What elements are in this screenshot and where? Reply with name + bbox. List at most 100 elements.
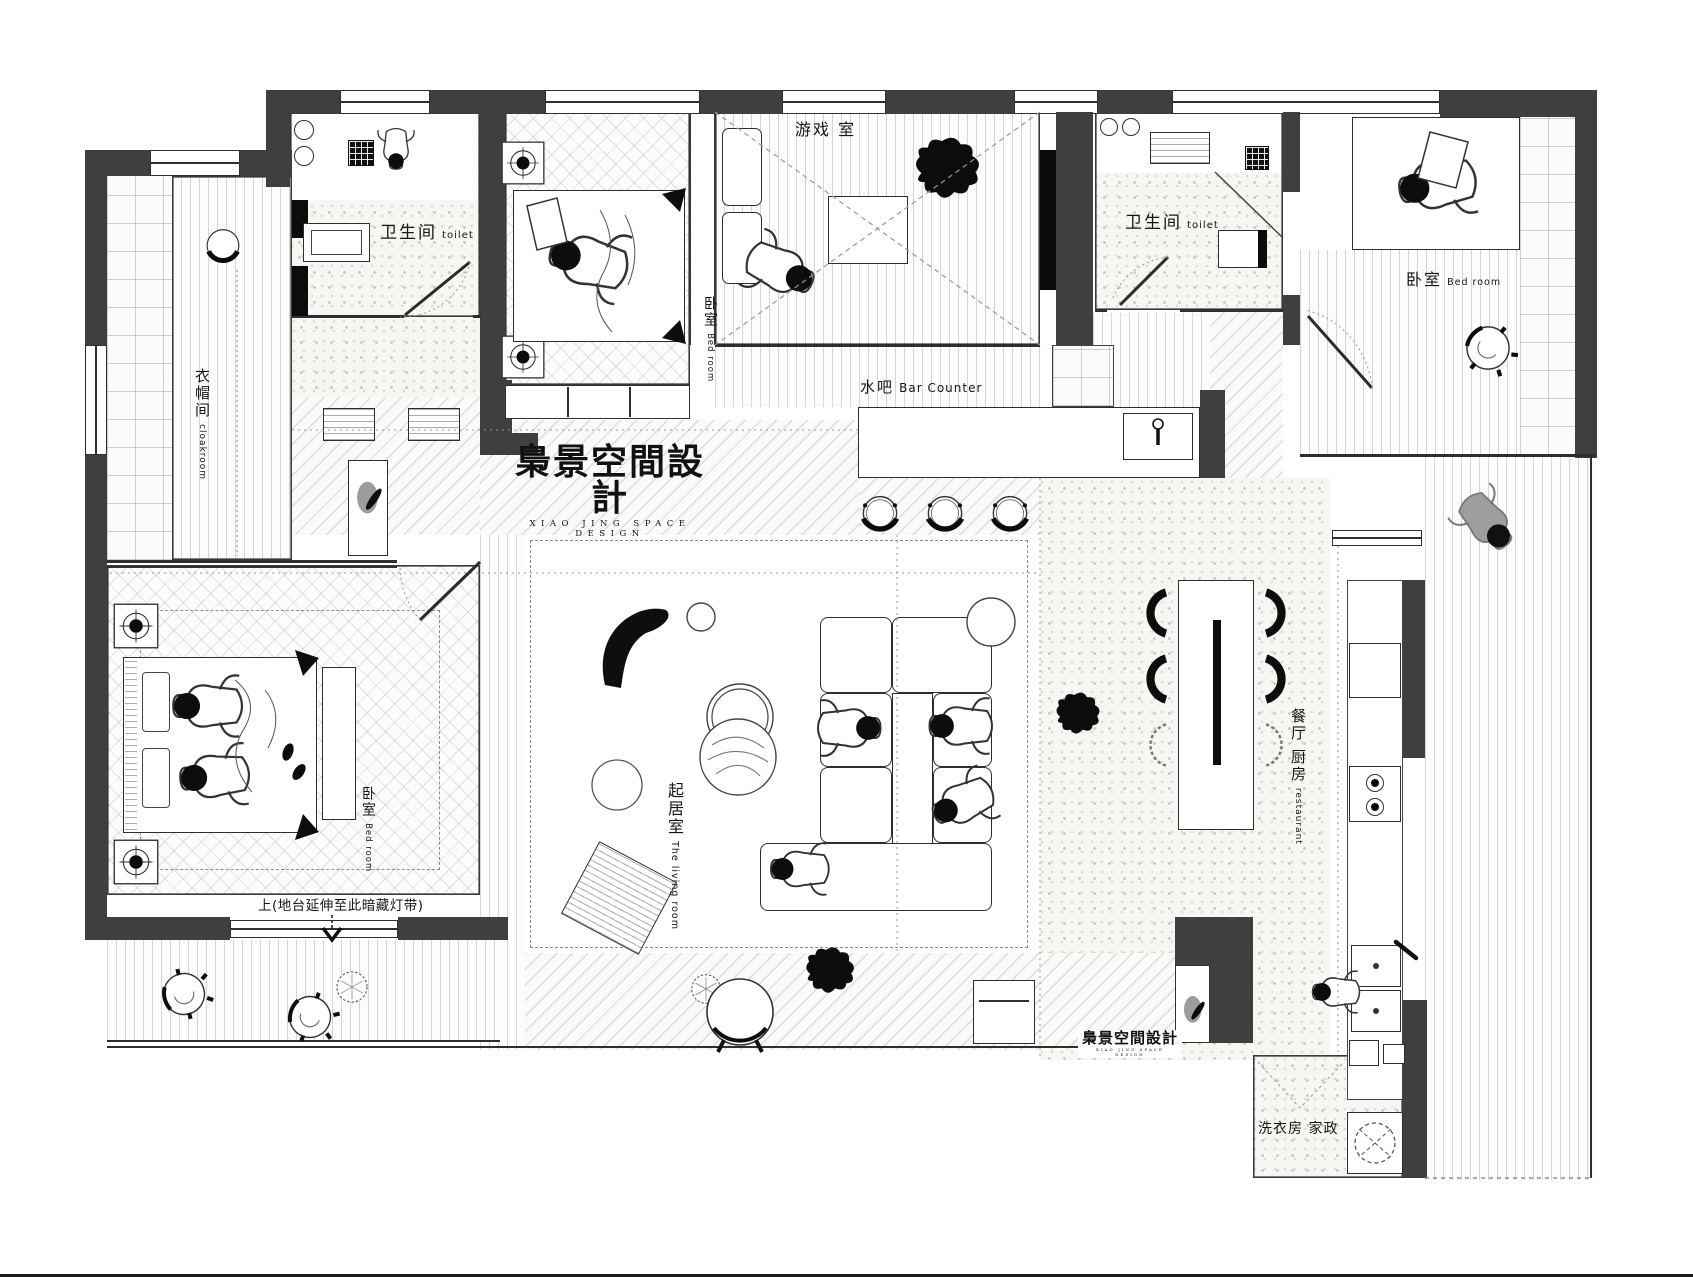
- pillow: [142, 672, 170, 732]
- window: [782, 90, 886, 114]
- brand-logo: 梟景空間設計 XIAO JING SPACE DESIGN: [500, 444, 720, 539]
- shower-drain-icon: [348, 140, 374, 166]
- wall-bath-bedroom-divider: [480, 112, 505, 420]
- wall-kitchen-south: [1403, 1000, 1427, 1178]
- window: [545, 90, 700, 114]
- brand-logo-en: XIAO JING SPACE DESIGN: [1095, 1047, 1165, 1057]
- brand-logo-cn: 梟景空間設計: [1081, 1029, 1178, 1047]
- headboard: [125, 660, 137, 830]
- room-label-cn: 游戏 室: [795, 120, 857, 139]
- brand-logo-cn: 梟景空間設計: [514, 441, 705, 519]
- wall-line: [292, 315, 404, 318]
- wall-left-bedroom: [85, 645, 107, 940]
- shoe-cabinet: [323, 408, 375, 441]
- room-label-cn: 卫生间: [380, 223, 437, 243]
- wall-line: [473, 315, 481, 318]
- room-label-en: cloakroom: [197, 424, 207, 481]
- toilet-tank: [1258, 230, 1267, 268]
- game-table: [828, 196, 908, 264]
- hall-cabinet: [1052, 345, 1114, 407]
- wall: [886, 90, 1014, 114]
- room-label-en: The living room: [669, 841, 680, 930]
- room-label-bar-counter: 水吧 Bar Counter: [860, 376, 982, 397]
- sofa-cushion: [820, 617, 892, 693]
- room-label-dining-kitchen: 餐厅 厨房 restaurant: [1288, 708, 1309, 845]
- window: [150, 150, 240, 176]
- room-label-en: Bar Counter: [899, 381, 983, 395]
- wall-right: [1575, 90, 1597, 458]
- sofa-cushion: [820, 767, 892, 843]
- room-label-bathroom-top-right: 卫生间 toilet: [1125, 208, 1219, 233]
- room-label-cn: 卧室: [702, 296, 718, 328]
- wall-corner-foot: [480, 433, 538, 455]
- balcony-edge-line: [107, 1046, 500, 1048]
- wall-line: [107, 566, 397, 568]
- washer-inner: [311, 230, 362, 255]
- brand-logo-en: XIAO JING SPACE DESIGN: [529, 519, 691, 539]
- drain: [1373, 963, 1379, 969]
- room-label-living-room: 起居室 The living room: [662, 782, 686, 930]
- entry-hall-floor: [292, 317, 480, 397]
- wall-line: [107, 560, 397, 563]
- game-room-south-floor: [715, 345, 1040, 407]
- sink-icon: [294, 120, 314, 140]
- wall: [1283, 295, 1300, 345]
- room-label-en: Bed room: [363, 823, 373, 873]
- room-label-en: toilet: [1187, 220, 1219, 231]
- window: [85, 345, 107, 455]
- wall-top-right-corner: [1440, 90, 1597, 117]
- burner-center: [1371, 803, 1379, 811]
- table-runner: [1213, 620, 1221, 765]
- bedside-bench: [322, 667, 356, 820]
- sink-icon: [1100, 118, 1118, 136]
- south-edge-line: [500, 1046, 1175, 1048]
- balcony-edge-line: [107, 1040, 500, 1042]
- wall-left: [85, 455, 107, 645]
- wall-line: [1300, 454, 1595, 457]
- living-room-rug: [530, 540, 1028, 948]
- room-label-cn: 衣帽间: [193, 368, 211, 419]
- bedroom-right-closet-strip: [1300, 112, 1352, 250]
- room-label-en: Bed room: [705, 333, 715, 383]
- sheet-bottom-rule: [0, 1274, 1693, 1277]
- cloakroom-side-floor: [107, 176, 172, 560]
- window: [230, 920, 398, 938]
- wall: [700, 90, 782, 114]
- washer-drum: [1354, 1122, 1396, 1164]
- room-label-cn: 卧室: [360, 786, 376, 818]
- sink-icon: [294, 146, 314, 166]
- wall-line: [1180, 309, 1283, 312]
- wall: [430, 90, 545, 114]
- burner-center: [1371, 779, 1379, 787]
- wall: [1283, 112, 1300, 192]
- room-label-bedroom-right: 卧室 Bed room: [1406, 266, 1501, 290]
- tv-panel: [1040, 150, 1056, 290]
- hall-hatch-center: [480, 420, 860, 535]
- room-label-bedroom-left: 卧室 Bed room: [358, 786, 378, 872]
- room-label-laundry: 洗衣房 家政: [1258, 1118, 1338, 1138]
- room-label-cn: 起居室: [665, 782, 684, 836]
- wall-kitchen: [1403, 580, 1425, 758]
- balcony-right-edge: [1590, 455, 1592, 1178]
- room-label-cn: 水吧: [860, 378, 895, 396]
- wall-left: [85, 150, 107, 345]
- window: [340, 90, 430, 114]
- room-label-cn: 卫生间: [1125, 213, 1182, 233]
- stool-icon: [206, 229, 240, 263]
- bench-line: [979, 1000, 1029, 1002]
- room-label-cn: 洗衣房 家政: [1258, 1121, 1339, 1137]
- room-label-game-room: 游戏 室: [795, 116, 856, 140]
- wall-game-bath-divider: [1056, 112, 1093, 345]
- room-label-en: restaurant: [1293, 787, 1303, 845]
- wall: [1200, 390, 1225, 478]
- bedroom-right-tile-strip: [1520, 117, 1575, 455]
- shoe-cabinet: [408, 408, 460, 441]
- note-platform-light: 上(地台延伸至此暗藏灯带): [258, 894, 424, 914]
- room-label-en: toilet: [442, 230, 474, 241]
- shower-drain-icon: [1245, 146, 1269, 170]
- drain: [1373, 1008, 1379, 1014]
- sink-icon: [1122, 118, 1140, 136]
- room-label-cn: 卧室: [1406, 270, 1443, 289]
- pillow: [142, 748, 170, 808]
